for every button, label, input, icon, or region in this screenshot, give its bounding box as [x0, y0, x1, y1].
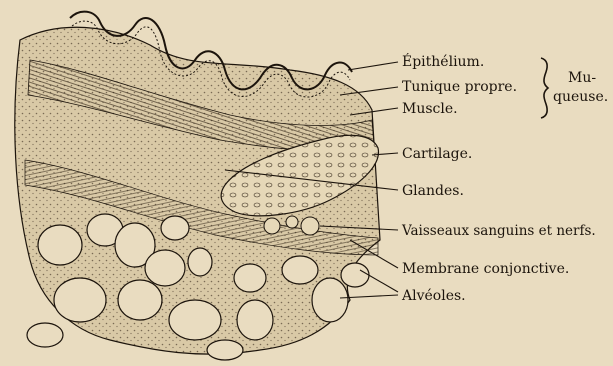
label-glandes: Glandes. [402, 183, 464, 199]
label-membrane: Membrane conjonctive. [402, 261, 569, 277]
muqueuse-brace [541, 58, 548, 118]
label-muqueuse-1: Mu- [568, 70, 596, 86]
label-epithelium: Épithélium. [402, 52, 484, 70]
label-muscle: Muscle. [402, 101, 458, 117]
label-tunique: Tunique propre. [402, 79, 517, 95]
label-vaisseaux: Vaisseaux sanguins et nerfs. [401, 223, 596, 239]
label-alveoles: Alvéoles. [401, 288, 466, 304]
label-cartilage: Cartilage. [402, 146, 472, 162]
label-muqueuse-2: queuse. [553, 89, 608, 105]
